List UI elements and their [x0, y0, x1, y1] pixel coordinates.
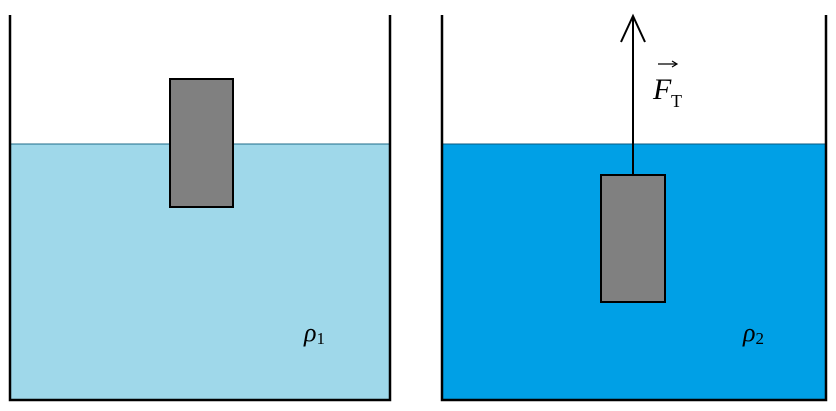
right-container-walls — [440, 15, 828, 402]
left-density-label: ρ1 — [303, 318, 325, 348]
vector-arrow-tip — [671, 60, 679, 68]
left-container: ρ1 — [8, 15, 392, 402]
force-subscript: T — [671, 91, 682, 111]
right-container: F T ρ2 — [440, 13, 828, 402]
right-block — [600, 174, 666, 303]
right-density-label: ρ2 — [742, 318, 764, 348]
left-container-walls — [8, 15, 392, 402]
left-block — [169, 78, 234, 208]
tension-force-label: F T — [652, 60, 682, 111]
force-symbol: F — [652, 73, 672, 106]
tension-arrow-head — [620, 13, 646, 43]
